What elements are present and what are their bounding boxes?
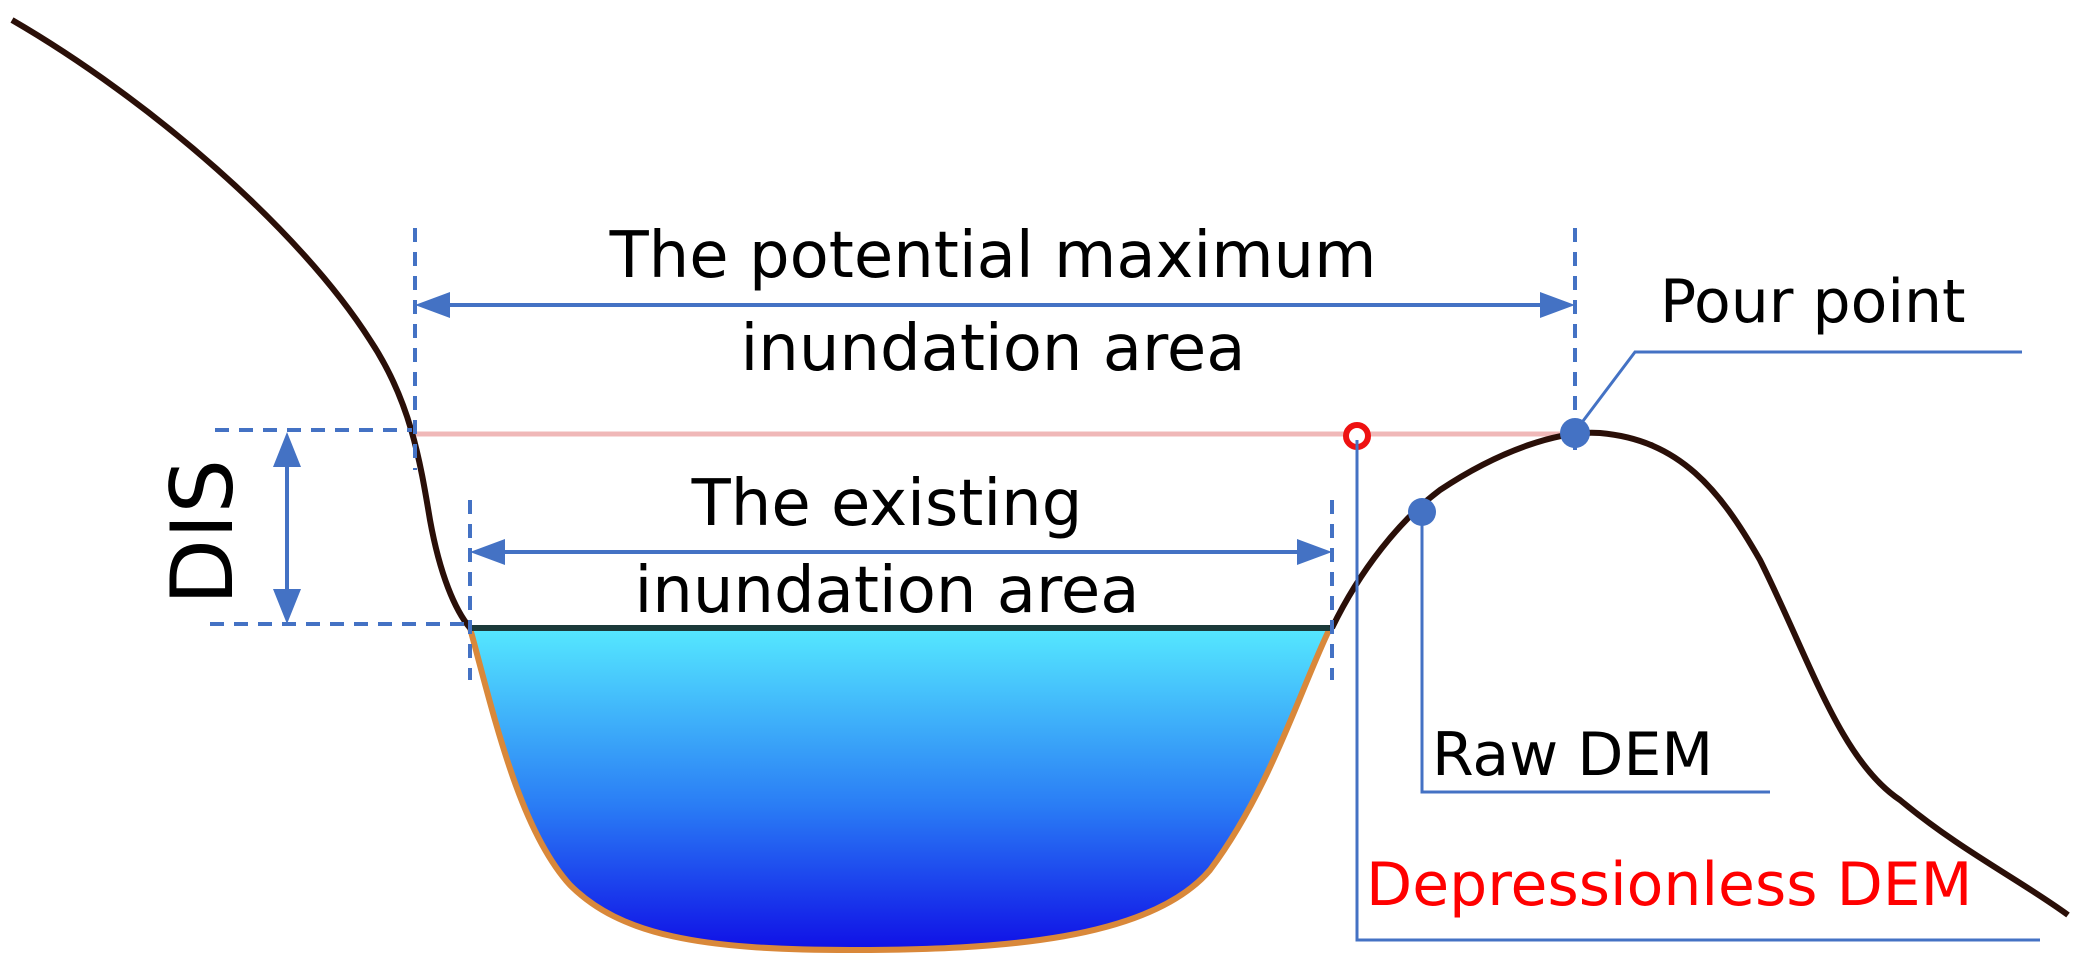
- existing-label-line1: The existing: [691, 467, 1083, 541]
- pour-point-label: Pour point: [1660, 267, 1966, 337]
- existing-right-arrow-icon: [1297, 539, 1332, 565]
- pour-point-leader: [1578, 350, 2022, 426]
- raw-dem-leader: [1420, 512, 1770, 794]
- potential-label-line2: inundation area: [741, 312, 1246, 386]
- pour-point-marker-icon: [1560, 418, 1590, 448]
- existing-left-arrow-icon: [470, 539, 505, 565]
- existing-label-line2: inundation area: [635, 554, 1140, 628]
- potential-label-line1: The potential maximum: [609, 219, 1377, 293]
- dis-top-arrow-icon: [273, 432, 301, 467]
- dis-label: DIS: [153, 459, 253, 605]
- depressionless-dem-leader: [1355, 440, 2040, 942]
- depressionless-dem-label: Depressionless DEM: [1366, 850, 1972, 920]
- terrain-left-slope: [10, 17, 473, 630]
- raw-dem-label: Raw DEM: [1432, 720, 1713, 790]
- potential-left-arrow-icon: [415, 292, 450, 318]
- terrain-right-hill: [1329, 429, 2070, 918]
- water-body: [466, 625, 1335, 954]
- dis-bottom-arrow-icon: [273, 589, 301, 624]
- potential-right-arrow-icon: [1540, 292, 1575, 318]
